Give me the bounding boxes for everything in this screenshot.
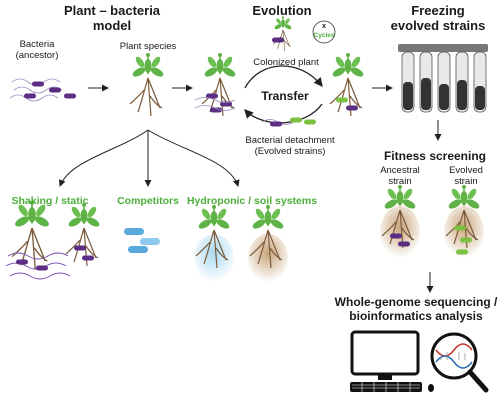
detachment-label: Bacterial detachment (Evolved strains) — [232, 135, 348, 158]
evolved-label-line1: Evolved — [449, 165, 483, 176]
ancestral-strain-label: Ancestral strain — [370, 165, 430, 188]
detachment-label-line1: Bacterial detachment — [245, 135, 335, 146]
freezing-title: Freezing evolved strains — [380, 3, 496, 34]
plant-species-icon — [129, 52, 166, 117]
ancestor-bacteria-icon — [9, 78, 76, 102]
bacteria-label-line1: Bacteria — [19, 39, 55, 50]
bacteria-label: Bacteria (ancestor) — [2, 39, 72, 62]
colonized-plant-label: Colonized plant — [253, 57, 319, 68]
evolved-label-line2: strain — [454, 175, 478, 187]
plant-model-title: Plant – bacteria model — [42, 3, 182, 34]
detachment-label-line2: (Evolved strains) — [254, 145, 326, 157]
hydroponic-soil-label: Hydroponic / soil systems — [186, 195, 318, 207]
plant-model-title-line2: model — [92, 17, 132, 33]
cycles-label: Cycles — [313, 32, 335, 39]
magnifier-dna-icon — [430, 332, 489, 393]
bacteria-label-line2: (ancestor) — [15, 49, 59, 61]
freezing-title-line1: Freezing — [411, 3, 465, 18]
freezing-title-line2: evolved strains — [390, 17, 486, 33]
computer-icon — [350, 330, 434, 392]
competitor-bacteria-icon — [124, 228, 160, 253]
ancestral-label-line1: Ancestral — [380, 165, 420, 176]
transfer-label: Transfer — [261, 89, 309, 103]
plant-model-title-line1: Plant – bacteria — [63, 3, 161, 18]
wgs-title-line1: Whole-genome sequencing / — [334, 295, 498, 309]
shaking-static-label: Shaking / static — [11, 195, 89, 207]
competitors-label: Competitors — [117, 195, 179, 207]
ancestral-label-line2: strain — [388, 175, 412, 187]
plant-species-label: Plant species — [119, 41, 177, 52]
freezer-tubes-icon — [398, 44, 488, 113]
fitness-title: Fitness screening — [383, 149, 487, 163]
evolution-title: Evolution — [252, 3, 312, 18]
wgs-title: Whole-genome sequencing / bioinformatics… — [334, 295, 498, 324]
evolved-strain-label: Evolved strain — [438, 165, 494, 188]
cycles-x-label: x — [322, 23, 326, 30]
wgs-title-line2: bioinformatics analysis — [349, 308, 483, 323]
